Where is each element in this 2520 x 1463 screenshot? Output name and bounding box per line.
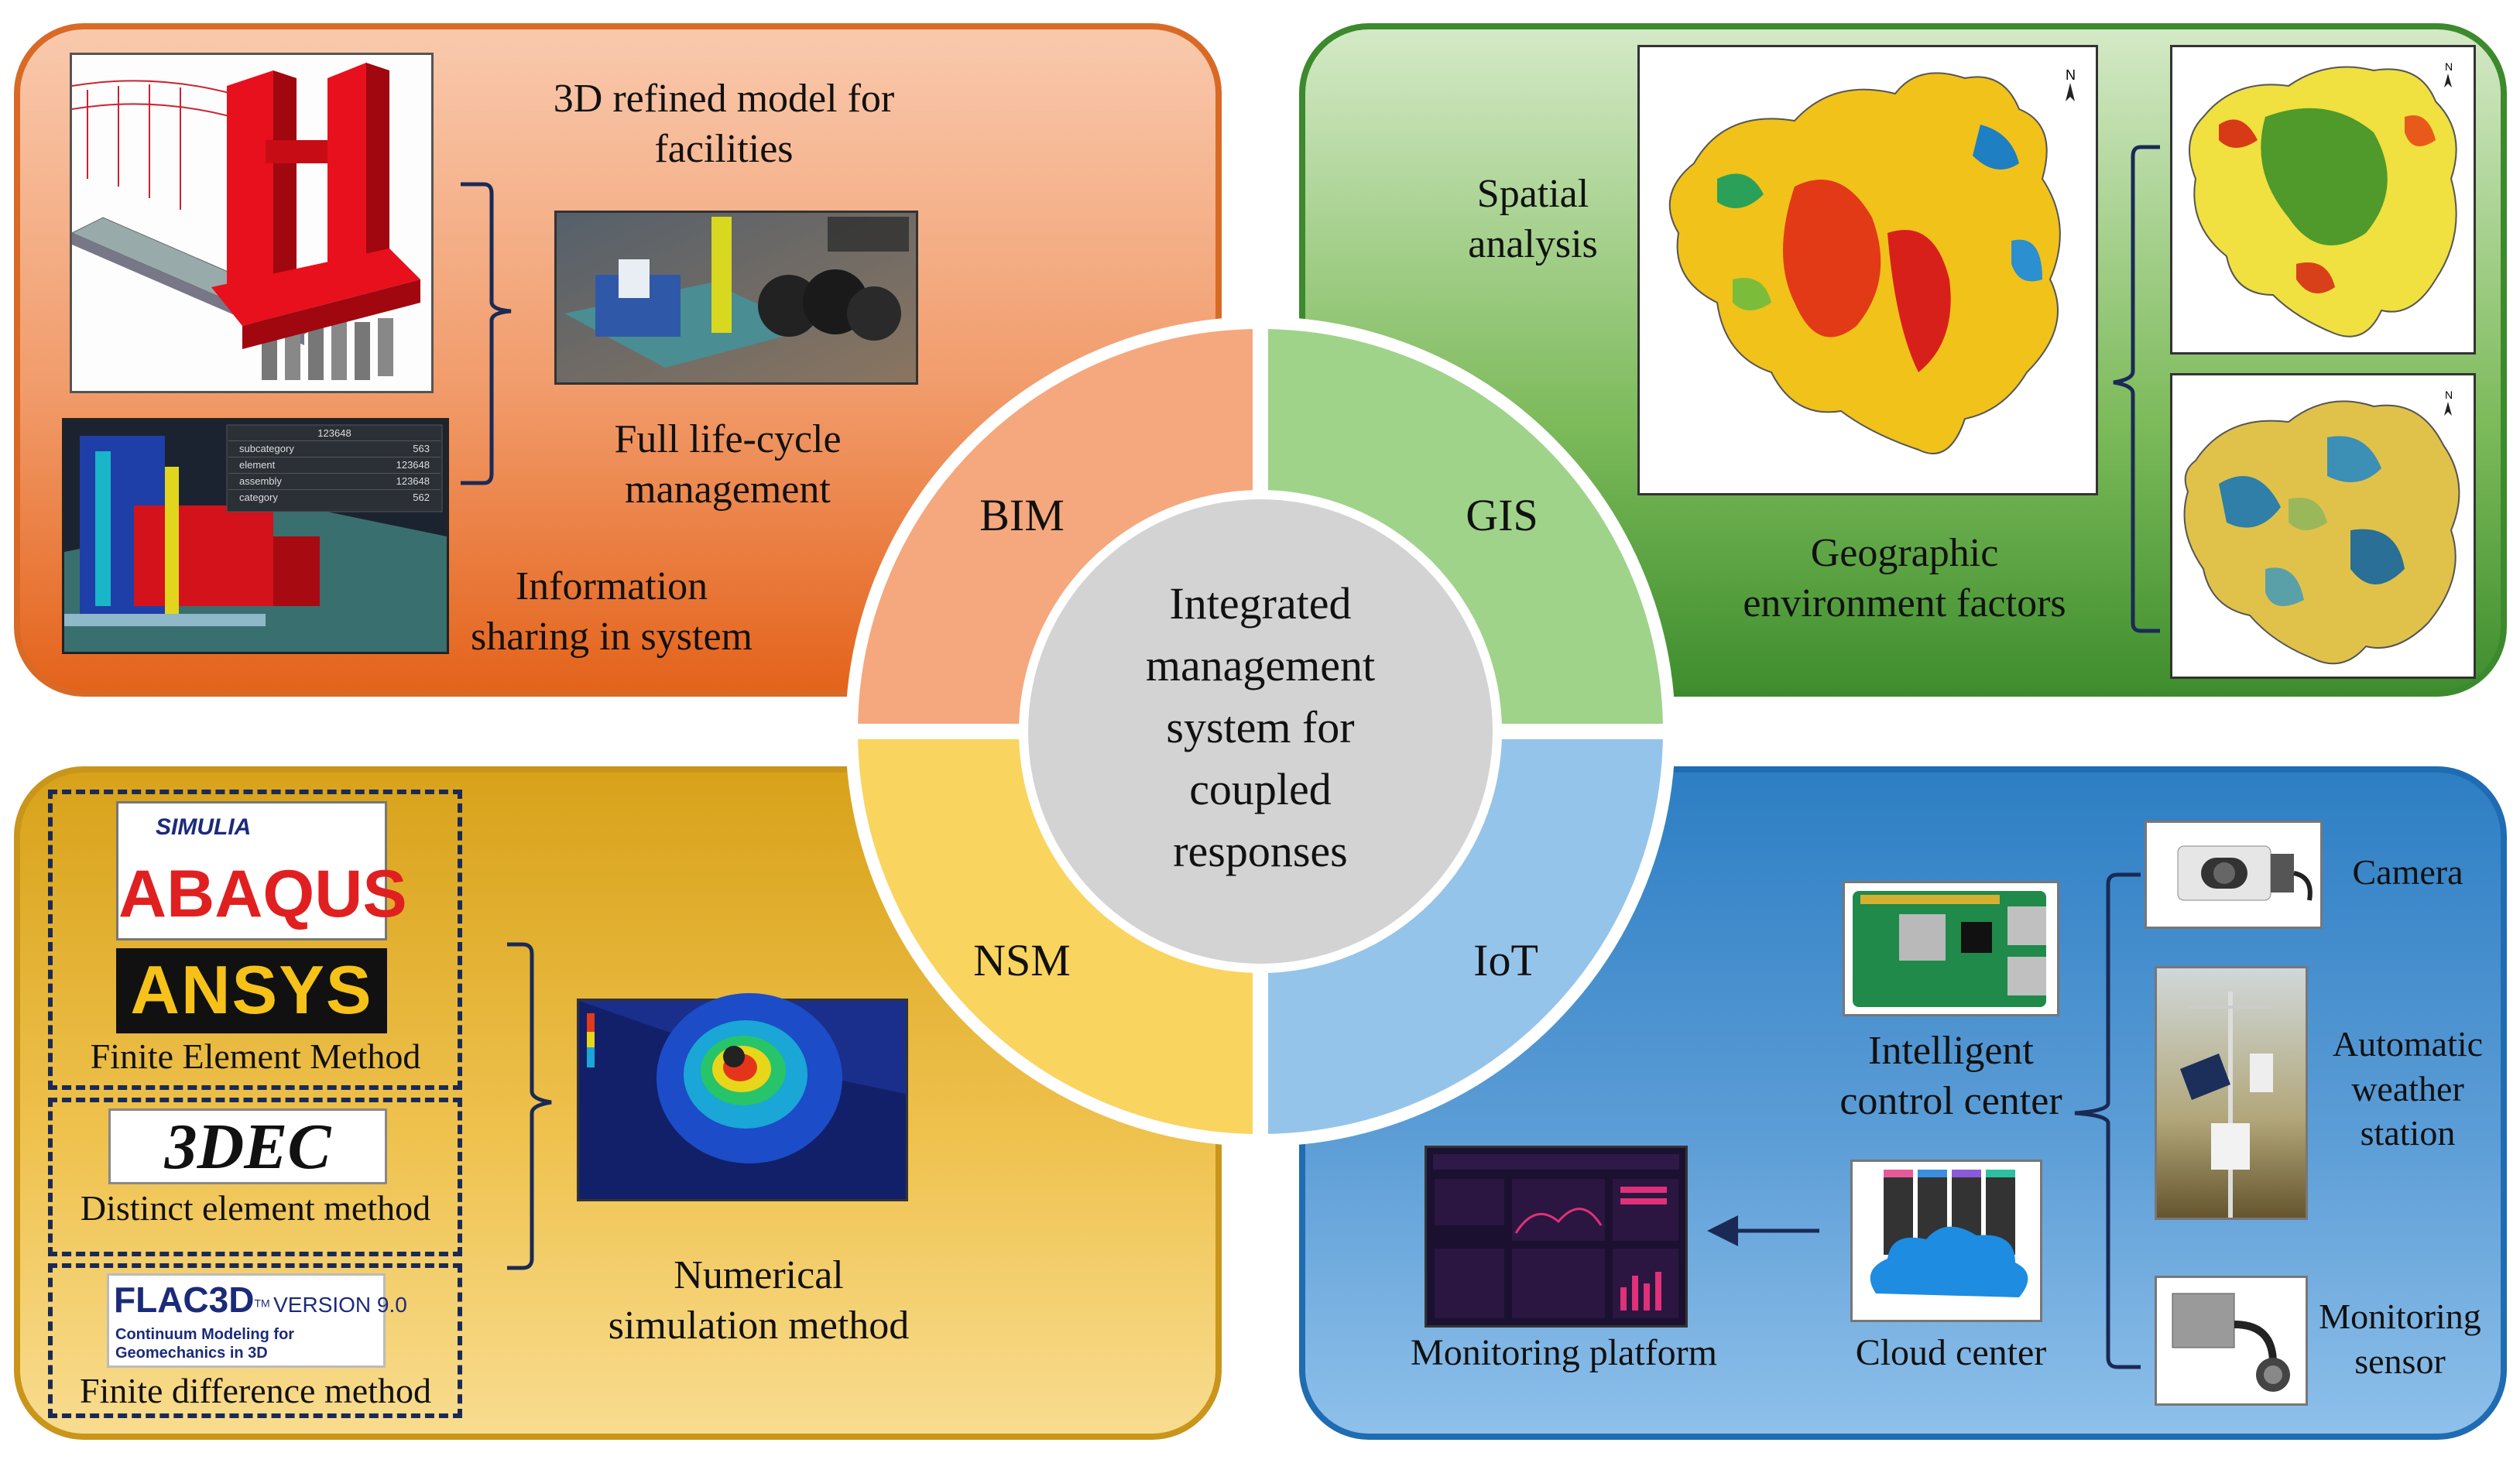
- svg-text:N: N: [2066, 67, 2076, 83]
- ring-label-iot: IoT: [1473, 935, 1538, 985]
- info-panel-row: category 562: [228, 489, 441, 505]
- abaqus-logo: SIMULIA ABAQUS: [116, 801, 407, 940]
- fem-label: Finite Element Method: [90, 1036, 421, 1076]
- iot-camera-label: Camera: [2352, 852, 2463, 892]
- ring-label-bim: BIM: [979, 490, 1065, 540]
- ring-label-nsm: NSM: [973, 935, 1071, 985]
- info-panel-value: 123648: [396, 475, 430, 487]
- control-board-image: [1843, 881, 2059, 1016]
- info-panel-row: element 123648: [228, 457, 441, 473]
- nsm-method-label: Numerical simulation method: [608, 1253, 910, 1348]
- abaqus-logo-text: ABAQUS: [118, 857, 407, 931]
- gis-factors-label: Geographic environment factors: [1743, 531, 2066, 625]
- svg-text:N: N: [2445, 389, 2453, 401]
- ring-label-gis: GIS: [1466, 490, 1538, 540]
- weather-station-image: [2155, 966, 2308, 1220]
- plant-facility-model-image: [554, 211, 918, 385]
- numerical-simulation-contour-image: [577, 993, 908, 1201]
- info-panel-value: 123648: [396, 459, 430, 471]
- bim-lifecycle-label: Full life-cycle management: [614, 417, 842, 512]
- fdm-label: Finite difference method: [80, 1371, 431, 1410]
- iot-platform-label: Monitoring platform: [1411, 1332, 1717, 1373]
- info-panel-row: assembly 123648: [228, 473, 441, 489]
- info-panel-key: subcategory: [239, 443, 294, 454]
- info-panel-key: element: [239, 459, 276, 471]
- info-panel-value: 563: [413, 443, 430, 454]
- info-panel-key: assembly: [239, 475, 282, 487]
- svg-text:N: N: [2445, 60, 2453, 73]
- threedec-logo: 3DEC: [108, 1108, 387, 1184]
- bim-model-label: 3D refined model for facilities: [553, 77, 895, 171]
- center-title: Integrated management system for coupled…: [1145, 578, 1376, 876]
- monitoring-sensor-image: [2155, 1276, 2308, 1406]
- cloud-center-image: [1850, 1160, 2042, 1322]
- spatial-analysis-map-image: N: [1637, 45, 2098, 495]
- bim-info-label: Information sharing in system: [471, 564, 753, 659]
- iot-control-label: Intelligent control center: [1839, 1029, 2062, 1123]
- land-cover-map-image: N: [2170, 373, 2476, 679]
- dem-software-group: [48, 1098, 462, 1256]
- iot-sensor-label: Monitoring sensor: [2319, 1297, 2481, 1381]
- fdm-software-group: [48, 1263, 462, 1418]
- ansys-logo: ANSYS: [116, 948, 387, 1033]
- gis-spatial-label: Spatial analysis: [1468, 172, 1598, 266]
- elevation-map-image: N: [2170, 45, 2476, 355]
- iot-cloud-label: Cloud center: [1855, 1332, 2047, 1373]
- camera-image: [2145, 821, 2323, 929]
- info-panel-row: subcategory 563: [228, 440, 441, 457]
- iot-weather-label: Automatic weather station: [2332, 1024, 2484, 1153]
- simulia-logo: SIMULIA: [156, 814, 252, 840]
- dem-label: Distinct element method: [80, 1188, 431, 1228]
- info-panel-key: category: [239, 492, 278, 503]
- info-panel-header: 123648: [317, 427, 351, 439]
- monitoring-platform-dashboard-image: [1425, 1146, 1688, 1328]
- flac3d-logo: FLAC3DTM VERSION 9.0 Continuum Modeling …: [107, 1273, 407, 1368]
- info-panel-value: 562: [413, 492, 430, 503]
- bridge-tower-model-image: [70, 53, 434, 393]
- fem-software-group: [48, 790, 462, 1090]
